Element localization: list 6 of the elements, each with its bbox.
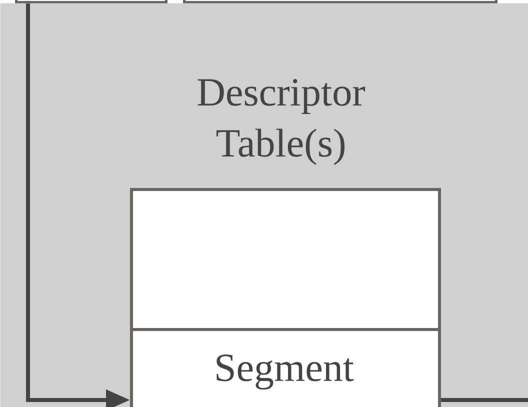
cell-label: Segment	[216, 354, 354, 390]
table-cell	[130, 328, 441, 407]
box	[15, 0, 168, 4]
heading: Descriptor Table(s)	[198, 79, 366, 165]
table-cell	[130, 188, 441, 331]
box	[183, 0, 498, 4]
